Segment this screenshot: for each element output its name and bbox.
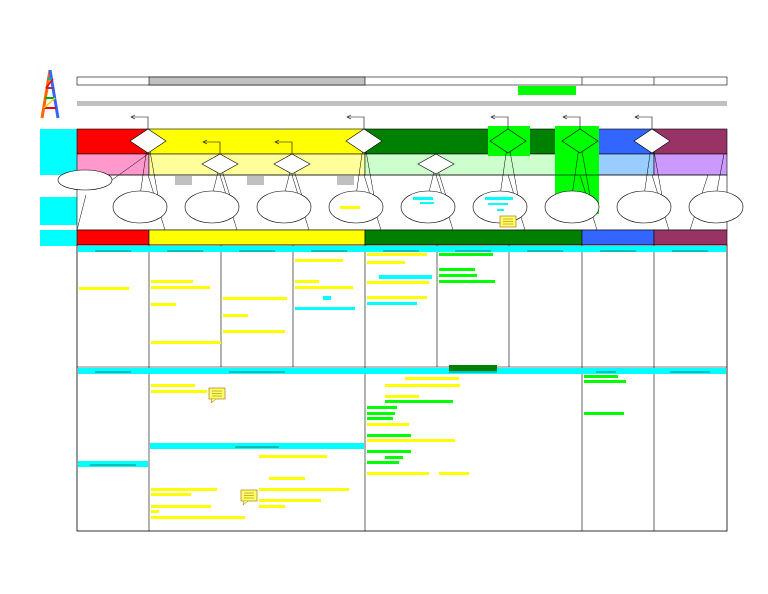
divider [77,101,727,106]
arrow-icon [130,114,653,154]
row-label-phase [40,129,77,175]
decision-diamond-icon [129,128,167,154]
activity-ellipse [616,190,672,224]
activity-ellipse [184,190,240,224]
decision-diamond-icon [489,128,527,154]
phase-band [76,128,728,155]
row-label-lane [40,230,77,246]
lane-band [76,229,728,246]
activity-ellipse [400,190,456,224]
text-highlights [79,253,495,344]
decision-diamond-icon [417,153,455,175]
note-icon [208,387,226,404]
activity-ellipse [112,190,168,224]
note-icon [499,215,517,228]
status-highlight [518,86,576,95]
row-label-activity [40,197,77,225]
subphase-band [76,153,728,185]
header-bar [76,76,728,106]
tower-logo-icon [40,69,60,119]
text-highlights-lower [151,375,626,519]
activity-ellipse [57,169,113,191]
decision-diamond-icon [633,128,671,154]
decision-diamond-icon [273,153,311,175]
decision-diamond-icon [201,153,239,175]
activity-ellipse [256,190,312,224]
column-headers [90,250,710,466]
note-icon [240,489,258,506]
decision-diamond-icon [561,128,599,154]
decision-diamond-icon [345,128,383,154]
activity-ellipse [544,190,600,224]
decision-diamonds [129,128,671,175]
activity-ellipses [57,169,744,224]
swimlane-grid [76,244,728,532]
activity-ellipse [688,190,744,224]
